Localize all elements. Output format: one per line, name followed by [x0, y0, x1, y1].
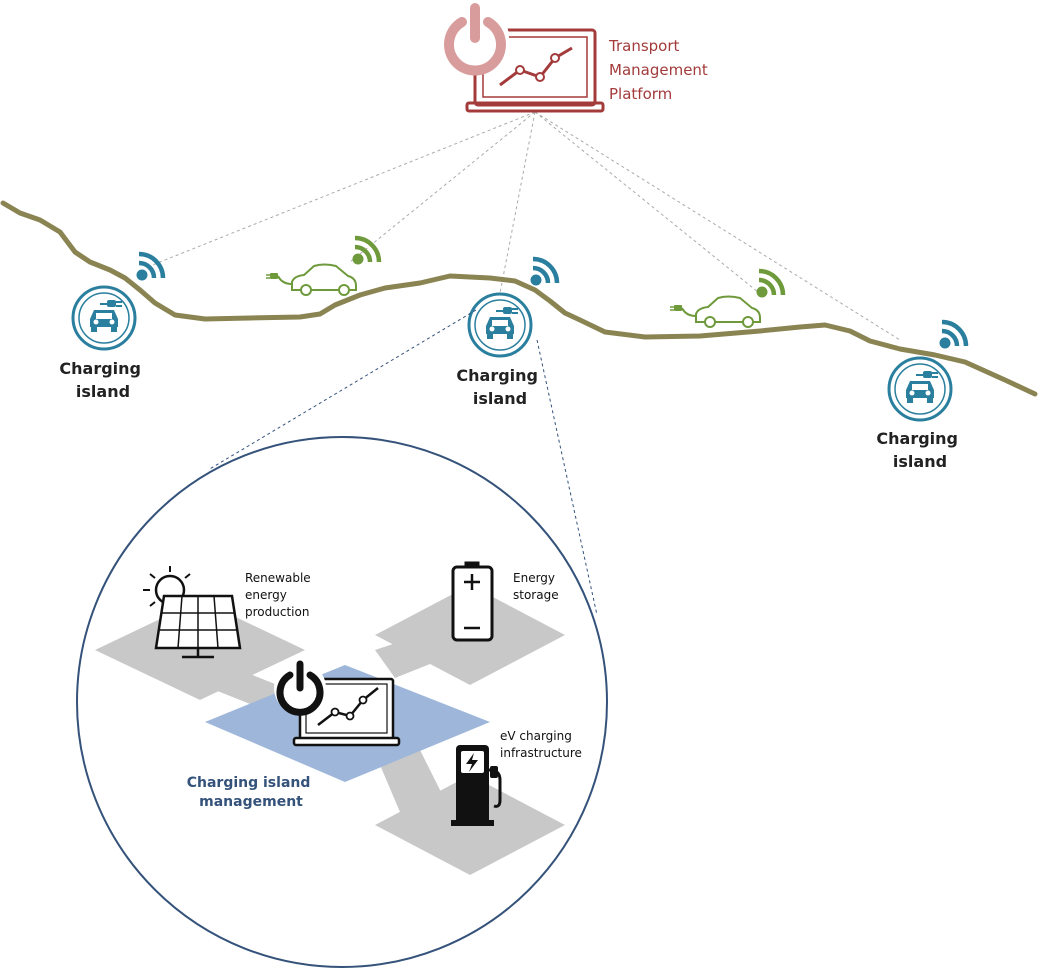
platform-icon [441, 3, 605, 113]
electric-car-icon [669, 295, 761, 328]
battery-icon [451, 561, 494, 642]
island-label-2: Charging island [456, 366, 543, 408]
renewable-label: Renewable energy production [245, 571, 315, 619]
road-line [0, 200, 1038, 397]
car-charging-icon [71, 285, 137, 351]
solar-panel-icon [143, 566, 242, 659]
power-icon [276, 671, 324, 716]
car-charging-icon [887, 356, 953, 422]
wifi-signal-icon [940, 322, 966, 348]
ev-charger-icon [451, 745, 502, 826]
car-charging-icon [467, 292, 533, 358]
link-island-1 [144, 111, 536, 269]
zoom-lines [207, 309, 598, 616]
ev-charging-label: eV charging infrastructure [500, 729, 582, 760]
wifi-signal-icon [531, 259, 557, 285]
island-label-3: Charging island [876, 429, 963, 471]
island-label-1: Charging island [59, 359, 146, 401]
storage-label: Energy storage [513, 571, 559, 602]
wifi-signal-icon [757, 271, 783, 297]
link-car-2 [534, 111, 759, 293]
link-island-2 [499, 111, 536, 294]
link-car-1 [349, 111, 536, 263]
platform-laptop-base [465, 101, 605, 113]
platform-links [144, 111, 901, 341]
electric-car-icon [265, 263, 357, 296]
management-label: Charging island management [187, 775, 316, 810]
wifi-signal-icon [137, 254, 163, 280]
platform-title: Transport Management Platform [608, 37, 713, 103]
power-laptop-chart-icon [274, 660, 401, 747]
power-icon [444, 17, 506, 76]
